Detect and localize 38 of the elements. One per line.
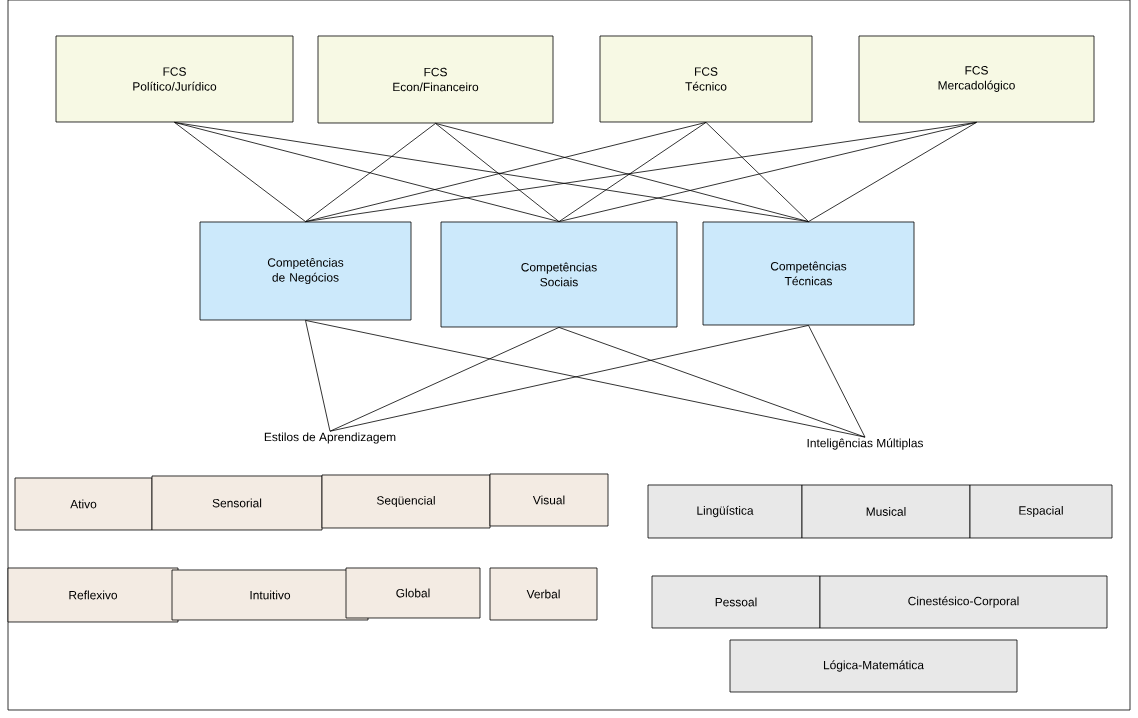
factor-box: FCS Mercadológico: [858, 35, 1095, 123]
intelligence-box: Cinestésico-Corporal: [819, 575, 1108, 629]
factor-box: FCS Econ/Financeiro: [317, 35, 554, 124]
style-box: Sensorial: [151, 475, 323, 531]
intelligence-box: Espacial: [969, 484, 1113, 539]
group-label: Estilos de Aprendizagem: [264, 432, 396, 444]
connector-line: [435, 123, 560, 222]
style-box: Reflexivo: [7, 567, 179, 623]
connector-line: [329, 325, 809, 432]
competence-box: Competências de Negócios: [199, 221, 412, 321]
connector-line: [705, 122, 809, 222]
factor-box: FCS Político/Jurídico: [55, 35, 294, 123]
connector-line: [558, 327, 866, 438]
connector-line: [435, 123, 809, 222]
connector-line: [558, 122, 977, 222]
connector-line: [174, 122, 306, 222]
style-box: Ativo: [14, 477, 153, 531]
connector-line: [174, 122, 560, 222]
connector-line: [305, 320, 331, 432]
style-box: Global: [345, 567, 481, 619]
group-label: Inteligências Múltiplas: [807, 438, 923, 450]
connector-line: [808, 325, 866, 438]
connector-line: [305, 122, 707, 222]
factor-box: FCS Técnico: [599, 35, 813, 123]
intelligence-box: Lógica-Matemática: [729, 639, 1018, 693]
competence-box: Competências Sociais: [440, 221, 678, 328]
style-box: Verbal: [489, 567, 598, 621]
intelligence-box: Lingüística: [647, 484, 803, 539]
intelligence-box: Pessoal: [651, 575, 821, 629]
connector-line: [174, 122, 809, 222]
style-box: Seqüencial: [321, 474, 491, 529]
intelligence-box: Musical: [801, 484, 971, 539]
connector-line: [329, 327, 560, 432]
connector-line: [305, 123, 436, 222]
style-box: Visual: [489, 473, 609, 527]
competence-box: Competências Técnicas: [702, 221, 915, 326]
connector-line: [808, 122, 977, 222]
connector-line: [558, 122, 707, 222]
